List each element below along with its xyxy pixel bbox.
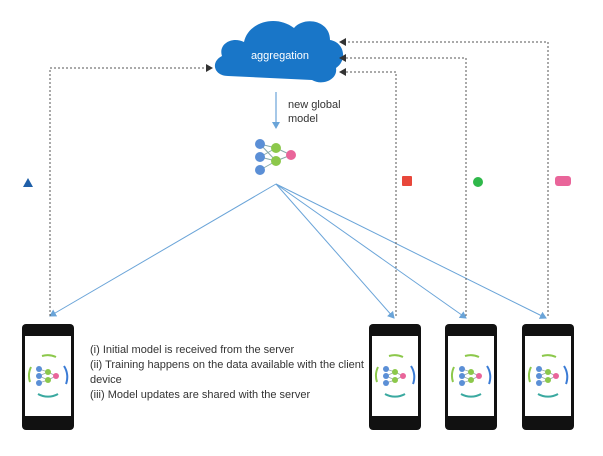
aggregation-cloud (214, 20, 344, 83)
triangle-marker-icon (23, 178, 33, 187)
aggregation-label: aggregation (250, 50, 310, 62)
caption-line-2: model (288, 113, 318, 125)
client-phone-3 (445, 324, 497, 430)
circle-marker-icon (473, 177, 483, 187)
step-1: (i) Initial model is received from the s… (90, 344, 295, 356)
client-phones (22, 324, 574, 430)
update-arrows (49, 38, 549, 316)
client-phone-2 (369, 324, 421, 430)
square-marker-icon (402, 176, 412, 186)
rounded-rect-marker-icon (555, 176, 571, 186)
client-phone-1 (22, 324, 74, 430)
model-distribution-arrows (49, 183, 547, 319)
client-phone-4 (522, 324, 574, 430)
step-3: (iii) Model updates are shared with the … (90, 389, 311, 401)
caption-line-1: new global (288, 99, 341, 111)
new-global-model-caption: new global model (288, 98, 358, 126)
step-2: (ii) Training happens on the data availa… (90, 359, 364, 386)
process-steps: (i) Initial model is received from the s… (90, 343, 365, 403)
global-model-icon (255, 139, 296, 175)
